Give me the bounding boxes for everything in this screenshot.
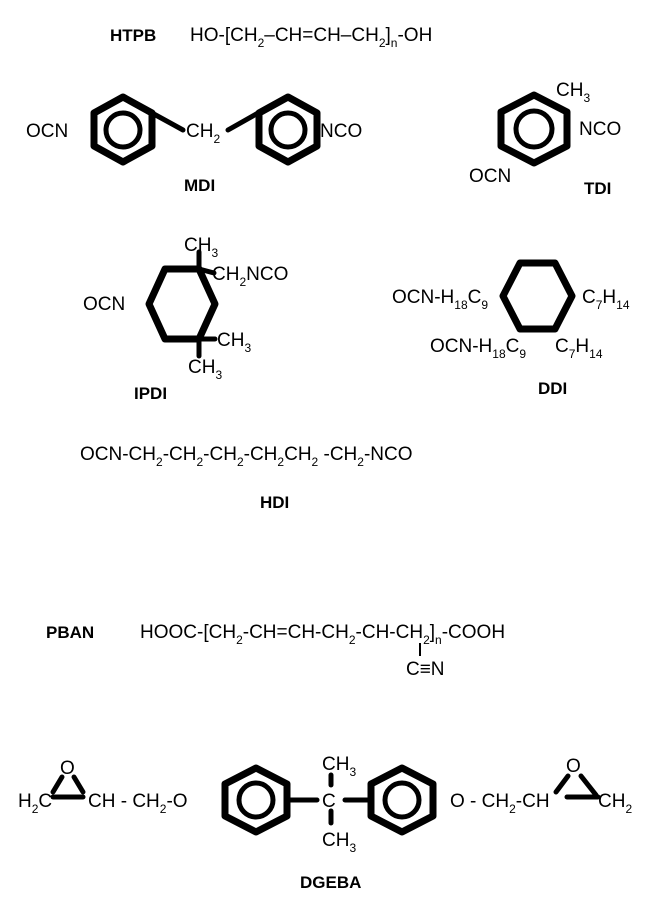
dgeba-ring-right-aromatic: [382, 780, 422, 820]
mdi-bond-left: [149, 110, 186, 133]
tdi-ch3: CH3: [556, 80, 590, 105]
mdi-ring-right-aromatic: [268, 110, 308, 150]
ipdi-bond-ch2nco: [196, 266, 217, 276]
pban-nitrile: C≡N: [406, 659, 445, 680]
ipdi-structure: OCN CH3 CH2NCO CH3 CH3 IPDI: [83, 235, 288, 403]
dgeba-epox-right-bond-b: [578, 773, 599, 798]
mdi-ring-left: [90, 93, 156, 166]
ipdi-ch3-top: CH3: [184, 235, 218, 260]
dgeba-h2c: H2C: [18, 791, 52, 816]
mdi-name: MDI: [184, 176, 215, 195]
ipdi-ch3-right: CH3: [217, 330, 251, 355]
ddi-upper-right: C7H14: [582, 287, 630, 312]
pban-name: PBAN: [46, 623, 94, 642]
tdi-ring: [497, 91, 571, 167]
mdi-structure: OCN CH2 NCO MDI: [26, 93, 362, 195]
mdi-nco: NCO: [320, 121, 362, 142]
dgeba-ch3-bottom: CH3: [322, 830, 356, 855]
ddi-ring: [499, 259, 576, 333]
pban-structure: PBAN HOOC-[CH2-CH=CH-CH2-CH-CH2]n-COOH C…: [46, 622, 505, 680]
dgeba-ring-left: [221, 764, 291, 836]
mdi-ch2: CH2: [186, 121, 220, 146]
tdi-nco: NCO: [579, 119, 621, 140]
dgeba-structure: O H2C CH - CH2-O C CH3 CH3 O - CH2-CH O …: [18, 754, 632, 892]
hdi-name: HDI: [260, 493, 289, 512]
dgeba-epoxide-o-right: O: [566, 756, 581, 777]
htpb-structure: HTPB HO-[CH2–CH=CH–CH2]n-OH: [110, 25, 432, 50]
tdi-ocn: OCN: [469, 166, 511, 187]
ddi-lower-left: OCN-H18C9: [430, 336, 526, 361]
dgeba-epox-left-bond-b: [71, 774, 86, 795]
dgeba-epox-left-bond-a: [50, 774, 65, 795]
pban-formula: HOOC-[CH2-CH=CH-CH2-CH-CH2]n-COOH: [140, 622, 505, 647]
dgeba-name: DGEBA: [300, 873, 361, 892]
mdi-ocn: OCN: [26, 121, 68, 142]
ipdi-ring: [145, 265, 219, 343]
tdi-name: TDI: [584, 179, 611, 198]
dgeba-ring-right: [367, 764, 437, 836]
ddi-upper-left: OCN-H18C9: [392, 287, 488, 312]
hdi-structure: OCN-CH2-CH2-CH2-CH2CH2 -CH2-NCO HDI: [80, 444, 413, 512]
dgeba-ether-right: O - CH2-CH: [450, 791, 550, 816]
ddi-lower-right: C7H14: [555, 336, 603, 361]
dgeba-c-center: C: [322, 791, 336, 812]
ddi-structure: OCN-H18C9 C7H14 OCN-H18C9 C7H14 DDI: [392, 259, 630, 398]
mdi-ring-left-aromatic: [103, 110, 143, 150]
ipdi-name: IPDI: [134, 384, 167, 403]
hdi-formula: OCN-CH2-CH2-CH2-CH2CH2 -CH2-NCO: [80, 444, 413, 469]
dgeba-ch2-right: CH2: [598, 791, 632, 816]
htpb-name: HTPB: [110, 26, 156, 45]
ddi-name: DDI: [538, 379, 567, 398]
dgeba-epox-right-bond-a: [553, 773, 571, 795]
dgeba-ch3-top: CH3: [322, 754, 356, 779]
ipdi-ocn: OCN: [83, 294, 125, 315]
tdi-ring-aromatic: [513, 108, 555, 150]
mdi-bond-right: [225, 110, 261, 133]
ipdi-ch3-bottom: CH3: [188, 357, 222, 382]
mdi-ring-right: [255, 93, 321, 166]
dgeba-ch-left: CH - CH2-O: [88, 791, 188, 816]
tdi-structure: CH3 NCO OCN TDI: [469, 80, 621, 198]
dgeba-epoxide-o-left: O: [60, 758, 75, 779]
ipdi-ch2nco: CH2NCO: [212, 264, 288, 289]
htpb-formula: HO-[CH2–CH=CH–CH2]n-OH: [190, 25, 432, 50]
dgeba-ring-left-aromatic: [236, 780, 276, 820]
